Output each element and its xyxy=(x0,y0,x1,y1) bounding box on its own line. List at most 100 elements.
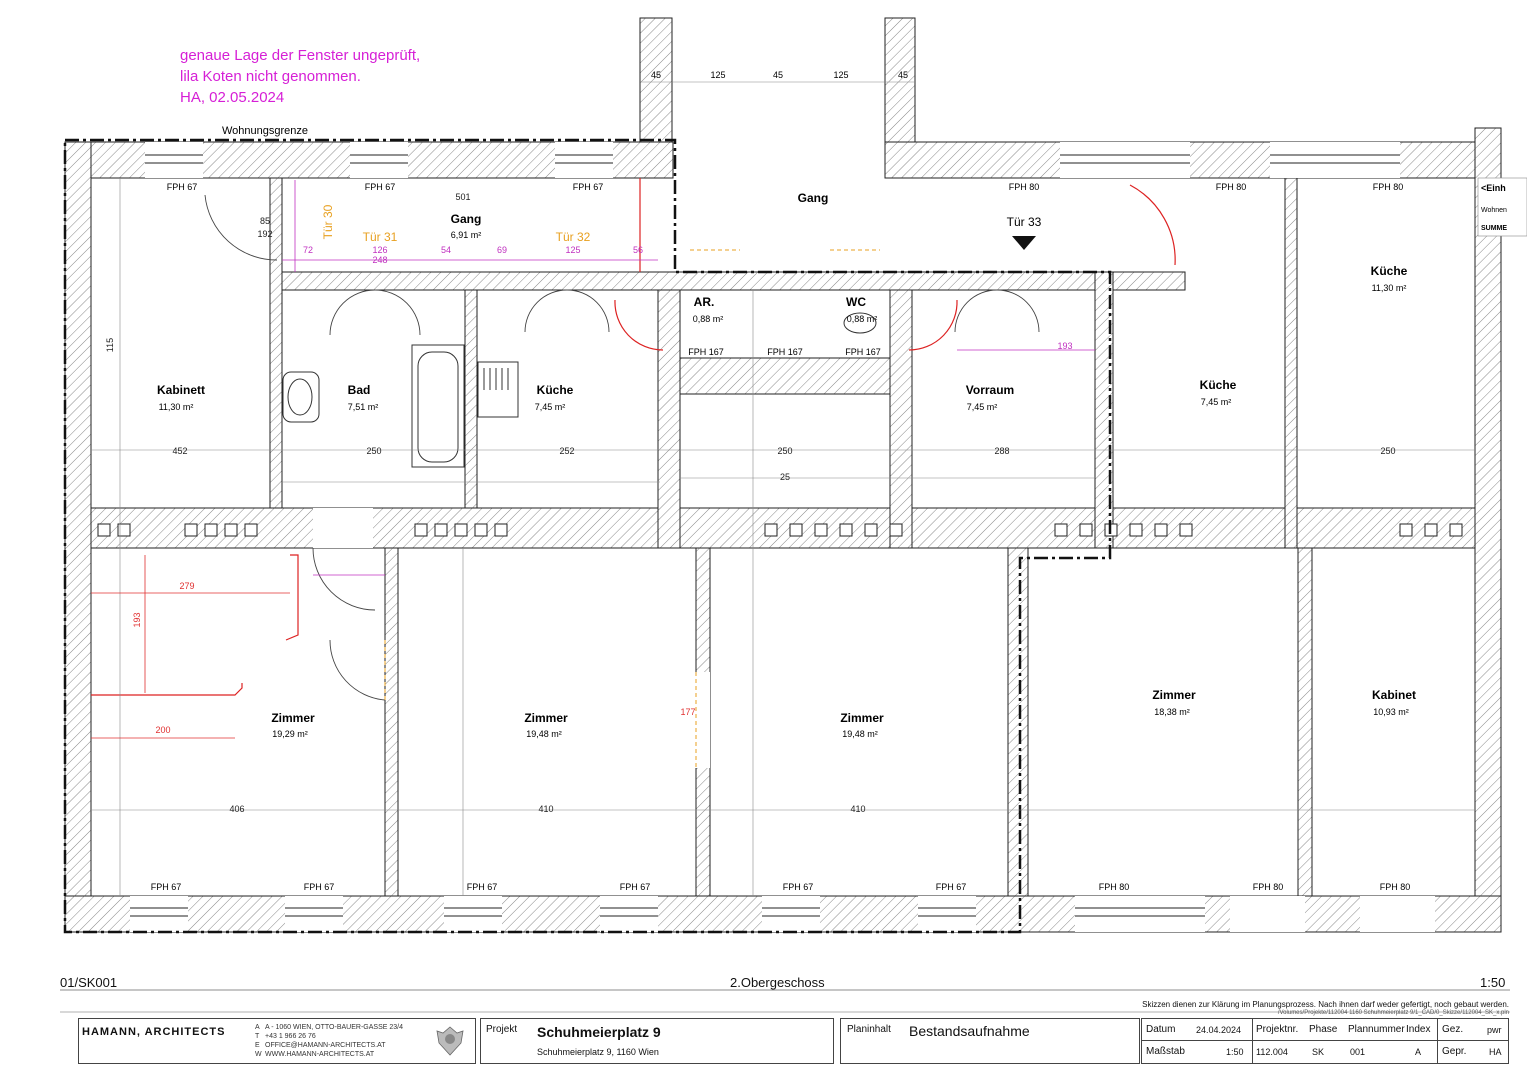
massstab-value: 1:50 xyxy=(1226,1047,1244,1057)
room-name: WC xyxy=(846,295,866,309)
room-area: 6,91 m² xyxy=(451,230,482,240)
door-label: Tür 31 xyxy=(363,230,398,244)
massstab-label: Maßstab xyxy=(1146,1046,1185,1057)
window-label: FPH 67 xyxy=(573,182,604,192)
content-value: Bestandsaufnahme xyxy=(909,1023,1030,1039)
door-label: Tür 30 xyxy=(321,204,335,239)
dimension-text: 126 xyxy=(372,245,387,255)
projektnr-value: 112.004 xyxy=(1256,1047,1288,1057)
wall xyxy=(889,289,913,549)
dimension-text: 72 xyxy=(303,245,313,255)
window-label: FPH 67 xyxy=(167,182,198,192)
disclaimer: Skizzen dienen zur Klärung im Planungspr… xyxy=(1142,1000,1509,1009)
dimension-text: 125 xyxy=(710,70,725,80)
room-area: 11,30 m² xyxy=(1372,283,1407,293)
datum-label: Datum xyxy=(1146,1024,1176,1035)
room-name: Bad xyxy=(348,383,371,397)
dimension-text: 252 xyxy=(559,446,574,456)
wall xyxy=(1007,547,1029,897)
dimension-text: 45 xyxy=(898,70,908,80)
wall xyxy=(884,17,916,144)
floor-name: 2.Obergeschoss xyxy=(730,975,825,990)
dimension-text: 410 xyxy=(850,804,865,814)
room-name: Zimmer xyxy=(524,711,568,725)
dimension-text: 115 xyxy=(105,338,115,352)
coat-of-arms-icon xyxy=(436,1026,464,1056)
wall xyxy=(657,289,681,549)
door-width-label: FPH 167 xyxy=(767,347,803,357)
dimension-text: 125 xyxy=(565,245,580,255)
drawing-scale: 1:50 xyxy=(1480,975,1506,990)
room-area: 7,45 m² xyxy=(967,402,998,412)
window-label: FPH 80 xyxy=(1253,882,1284,892)
annotation-note: genaue Lage der Fenster ungeprüft, lila … xyxy=(180,45,420,108)
room-name: Kabinet xyxy=(1372,688,1416,702)
company-name: HAMANN, ARCHITECTS xyxy=(82,1026,226,1038)
room-area: 7,51 m² xyxy=(348,402,379,412)
window-label: FPH 80 xyxy=(1216,182,1247,192)
room-area: 0,88 m² xyxy=(847,314,878,324)
room-area: 7,45 m² xyxy=(535,402,566,412)
room-area: 11,30 m² xyxy=(159,402,194,412)
project-label: Projekt xyxy=(486,1024,518,1035)
room-name: Zimmer xyxy=(271,711,315,725)
dimension-text: 177 xyxy=(680,707,695,717)
dimension-text: 501 xyxy=(455,192,470,202)
window-label: FPH 80 xyxy=(1009,182,1040,192)
room-area: 19,48 m² xyxy=(842,729,878,739)
wall xyxy=(384,547,399,897)
window-label: FPH 67 xyxy=(783,882,814,892)
company-address: A - 1060 WIEN, OTTO-BAUER-GASSE 23/4 +43… xyxy=(265,1024,403,1058)
company-prefixes: A T E W xyxy=(255,1024,262,1058)
file-path: /Volumes/Projekte/112004 1160 Schuhmeier… xyxy=(1277,1010,1509,1016)
room-name: Zimmer xyxy=(840,711,884,725)
dimension-text: 192 xyxy=(257,229,272,239)
room-name: Küche xyxy=(1200,378,1237,392)
dimension-text: 288 xyxy=(994,446,1009,456)
window-label: FPH 67 xyxy=(467,882,498,892)
wall xyxy=(1474,127,1502,933)
dimension-text: 69 xyxy=(497,245,507,255)
plan-code: 01/SK001 xyxy=(60,975,118,990)
projektnr-label: Projektnr. xyxy=(1256,1024,1299,1035)
dimension-text: 279 xyxy=(179,581,194,591)
wall xyxy=(64,141,92,933)
gepr-label: Gepr. xyxy=(1442,1046,1467,1057)
note-line: HA, 02.05.2024 xyxy=(180,89,285,106)
phase-label: Phase xyxy=(1309,1024,1338,1035)
dimension-text: 200 xyxy=(155,725,170,735)
window-label: FPH 67 xyxy=(936,882,967,892)
room-name: Gang xyxy=(451,212,482,226)
wall xyxy=(1284,177,1298,549)
phase-value: SK xyxy=(1312,1047,1325,1057)
meta-block: Datum 24.04.2024 Maßstab 1:50 Projektnr.… xyxy=(1141,1018,1509,1064)
room-area: 0,88 m² xyxy=(693,314,724,324)
room-name: Küche xyxy=(537,383,574,397)
room-name: Zimmer xyxy=(1152,688,1196,702)
wall xyxy=(281,271,1186,291)
room-area: 19,48 m² xyxy=(526,729,562,739)
dimension-text: 45 xyxy=(773,70,783,80)
window-label: FPH 67 xyxy=(620,882,651,892)
legend-fragment: <Einh xyxy=(1481,183,1506,193)
dimension-text: 193 xyxy=(132,612,142,627)
room-name: Vorraum xyxy=(966,383,1014,397)
legend-fragment: Wohnen xyxy=(1481,207,1507,214)
note-line: lila Koten nicht genommen. xyxy=(180,68,361,85)
room-name: AR. xyxy=(694,295,715,309)
door-label: Tür 33 xyxy=(1007,215,1042,229)
room-area: 7,45 m² xyxy=(1201,397,1232,407)
dimension-text: 85 xyxy=(260,216,270,226)
room-area: 19,29 m² xyxy=(272,729,308,739)
room-area: 18,38 m² xyxy=(1154,707,1190,717)
dimension-text: 54 xyxy=(441,245,451,255)
door-marker-icon xyxy=(1012,236,1036,250)
dimension-text: 125 xyxy=(833,70,848,80)
wall xyxy=(269,177,283,509)
door-width-label: FPH 167 xyxy=(688,347,724,357)
wall xyxy=(679,357,891,395)
index-value: A xyxy=(1415,1047,1422,1057)
dimension-text: 452 xyxy=(172,446,187,456)
content-block: Planinhalt Bestandsaufnahme xyxy=(840,1018,1140,1064)
